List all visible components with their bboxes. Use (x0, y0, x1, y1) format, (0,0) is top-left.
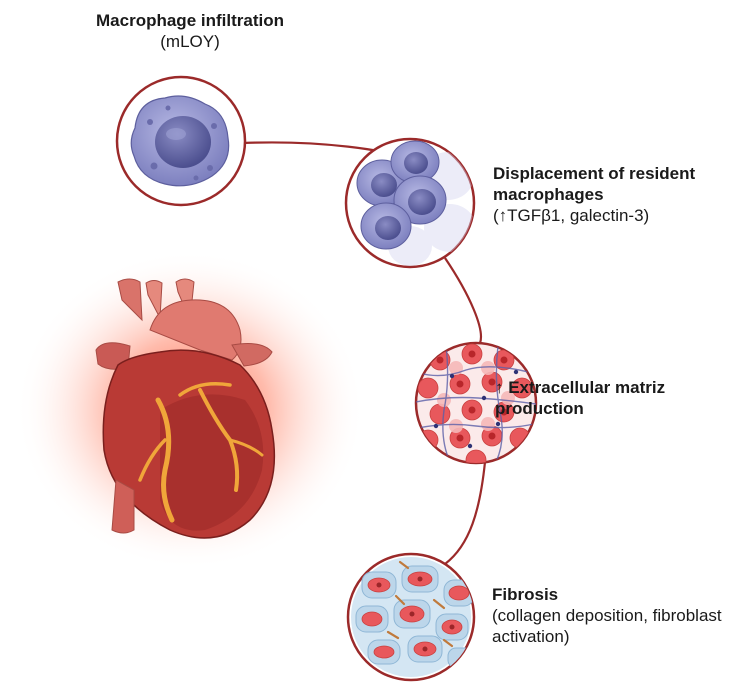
stage-1-label: Macrophage infiltration (mLOY) (60, 10, 320, 52)
stage-1-title: Macrophage infiltration (96, 11, 284, 30)
fibrosis-tissue-icon (351, 557, 474, 677)
stage-2-title: Displacement of resident macrophages (493, 164, 696, 204)
stage-2-label: Displacement of resident macrophages (↑T… (493, 163, 728, 226)
extracellular-matrix-icon (416, 343, 536, 463)
stage-1-subtitle: (mLOY) (160, 32, 220, 51)
stage-4-title: Fibrosis (492, 585, 559, 604)
stage-1-circle (115, 75, 247, 207)
stage-3-circle (414, 341, 538, 465)
stage-3-title: ↑ Extracellular matriz production (495, 378, 666, 418)
stage-4-subtitle: (collagen deposition, fibroblast activat… (492, 606, 722, 646)
macrophage-icon (130, 95, 230, 187)
stage-4-label: Fibrosis (collagen deposition, fibroblas… (492, 584, 727, 647)
stage-2-subtitle: (↑TGFβ1, galectin-3) (493, 206, 650, 225)
stage-3-label: ↑ Extracellular matriz production (495, 377, 725, 419)
macrophage-cluster-icon (356, 140, 474, 266)
heart-illustration (15, 250, 365, 570)
stage-2-circle (344, 137, 476, 269)
stage-4-circle (346, 552, 476, 682)
